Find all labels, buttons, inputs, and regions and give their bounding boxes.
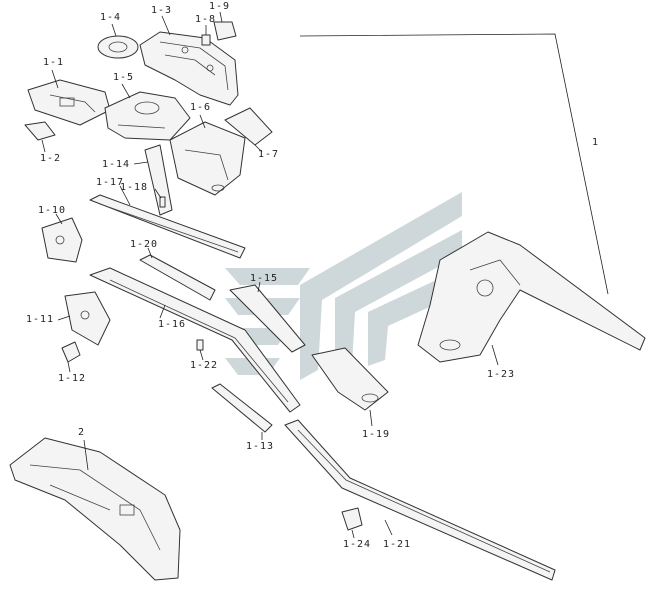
label-1-20: 1-20 xyxy=(130,239,159,250)
part-1-12-clip xyxy=(61,341,81,373)
part-2-side-panel xyxy=(9,437,181,581)
label-1-18: 1-18 xyxy=(120,182,149,193)
label-1-2: 1-2 xyxy=(40,153,62,164)
part-1-19-pan xyxy=(311,347,389,427)
part-1-9-clip xyxy=(213,11,237,41)
label-1-1: 1-1 xyxy=(43,57,65,68)
part-1-6-box xyxy=(169,114,246,196)
label-1-21: 1-21 xyxy=(383,539,412,550)
label-1-12: 1-12 xyxy=(58,373,87,384)
label-2: 2 xyxy=(78,427,86,438)
part-1-8-bracket xyxy=(201,25,211,46)
label-1-23: 1-23 xyxy=(487,369,516,380)
label-1-5: 1-5 xyxy=(113,72,135,83)
label-1-4: 1-4 xyxy=(100,12,122,23)
part-1-3-upper-shell xyxy=(139,15,239,106)
label-1-7: 1-7 xyxy=(258,149,280,160)
assembly-bracket-1 xyxy=(299,33,609,295)
part-1-7-bracket xyxy=(224,107,273,153)
part-1-2-clip xyxy=(24,121,56,153)
label-1-16: 1-16 xyxy=(158,319,187,330)
label-1-11: 1-11 xyxy=(26,314,55,325)
label-1-15: 1-15 xyxy=(250,273,279,284)
part-1-17-rail xyxy=(89,185,246,259)
part-1-1-plate xyxy=(27,69,111,126)
label-1-19: 1-19 xyxy=(362,429,391,440)
part-1-21-sill xyxy=(284,419,556,581)
part-1-24-bracket xyxy=(341,507,363,539)
label-1-6: 1-6 xyxy=(190,102,212,113)
label-1-14: 1-14 xyxy=(102,159,131,170)
part-1-10-plate xyxy=(41,213,83,263)
part-1-11-bracket xyxy=(57,291,111,346)
part-1-15-bracket xyxy=(229,281,306,353)
label-1-13: 1-13 xyxy=(246,441,275,452)
label-1-24: 1-24 xyxy=(343,539,372,550)
part-1-22-bolt xyxy=(196,339,204,361)
label-1-22: 1-22 xyxy=(190,360,219,371)
label-1-17: 1-17 xyxy=(96,177,125,188)
part-1-14-strap xyxy=(133,144,173,216)
label-1-8: 1-8 xyxy=(195,14,217,25)
part-1-16-main-rail xyxy=(89,267,301,413)
part-1-13-strip xyxy=(211,383,273,440)
part-1-4-ring xyxy=(97,23,139,59)
part-1-20-inner-rail xyxy=(139,247,216,301)
part-1-23-frame xyxy=(417,231,646,366)
part-1-5-cover xyxy=(104,83,191,141)
label-1-9: 1-9 xyxy=(209,1,231,12)
label-1-10: 1-10 xyxy=(38,205,67,216)
label-1: 1 xyxy=(592,137,600,148)
label-1-3: 1-3 xyxy=(151,5,173,16)
part-1-18-bolt xyxy=(154,188,166,208)
